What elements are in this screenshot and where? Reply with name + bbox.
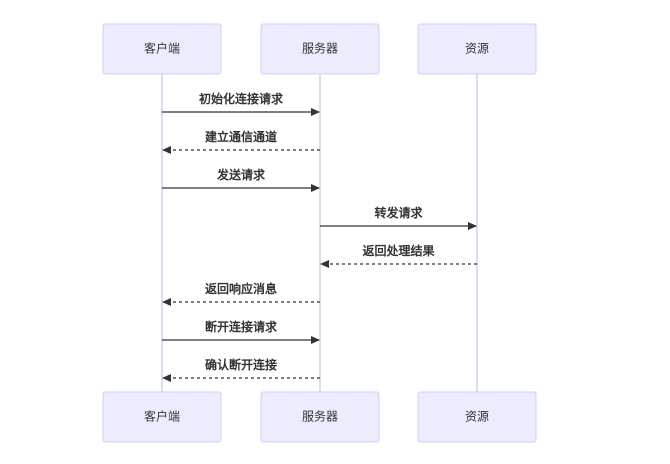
actor-label: 客户端 <box>144 41 180 56</box>
actor-resource-bottom: 资源 <box>417 391 537 443</box>
actor-client-top: 客户端 <box>102 23 222 75</box>
actor-box <box>417 391 537 443</box>
actor-box <box>260 23 380 75</box>
message-label: 建立通信通道 <box>204 129 277 144</box>
actor-client-bottom: 客户端 <box>102 391 222 443</box>
message-label: 初始化连接请求 <box>199 91 284 106</box>
actor-box <box>417 23 537 75</box>
message-3: 发送请求 <box>162 167 320 192</box>
message-7: 断开连接请求 <box>162 319 320 344</box>
actor-label: 服务器 <box>302 409 338 424</box>
actor-resource-top: 资源 <box>417 23 537 75</box>
actor-box <box>260 391 380 443</box>
message-6: 返回响应消息 <box>162 281 320 306</box>
message-label: 确认断开连接 <box>205 357 277 372</box>
message-2: 建立通信通道 <box>162 129 320 154</box>
actor-label: 资源 <box>465 410 489 424</box>
actor-box <box>102 391 222 443</box>
message-label: 返回响应消息 <box>205 281 277 296</box>
actor-box <box>102 23 222 75</box>
actor-server-top: 服务器 <box>260 23 380 75</box>
message-1: 初始化连接请求 <box>162 91 320 116</box>
message-label: 断开连接请求 <box>205 319 278 334</box>
actor-label: 资源 <box>465 42 489 56</box>
message-5: 返回处理结果 <box>320 243 477 268</box>
actor-label: 服务器 <box>302 41 338 56</box>
message-8: 确认断开连接 <box>162 357 320 382</box>
actor-server-bottom: 服务器 <box>260 391 380 443</box>
message-4: 转发请求 <box>320 205 477 230</box>
message-label: 返回处理结果 <box>362 243 434 258</box>
message-label: 发送请求 <box>216 167 266 182</box>
messages: 初始化连接请求建立通信通道发送请求转发请求返回处理结果返回响应消息断开连接请求确… <box>162 91 477 382</box>
lifelines <box>161 74 478 392</box>
actor-label: 客户端 <box>144 409 180 424</box>
message-label: 转发请求 <box>374 205 423 220</box>
